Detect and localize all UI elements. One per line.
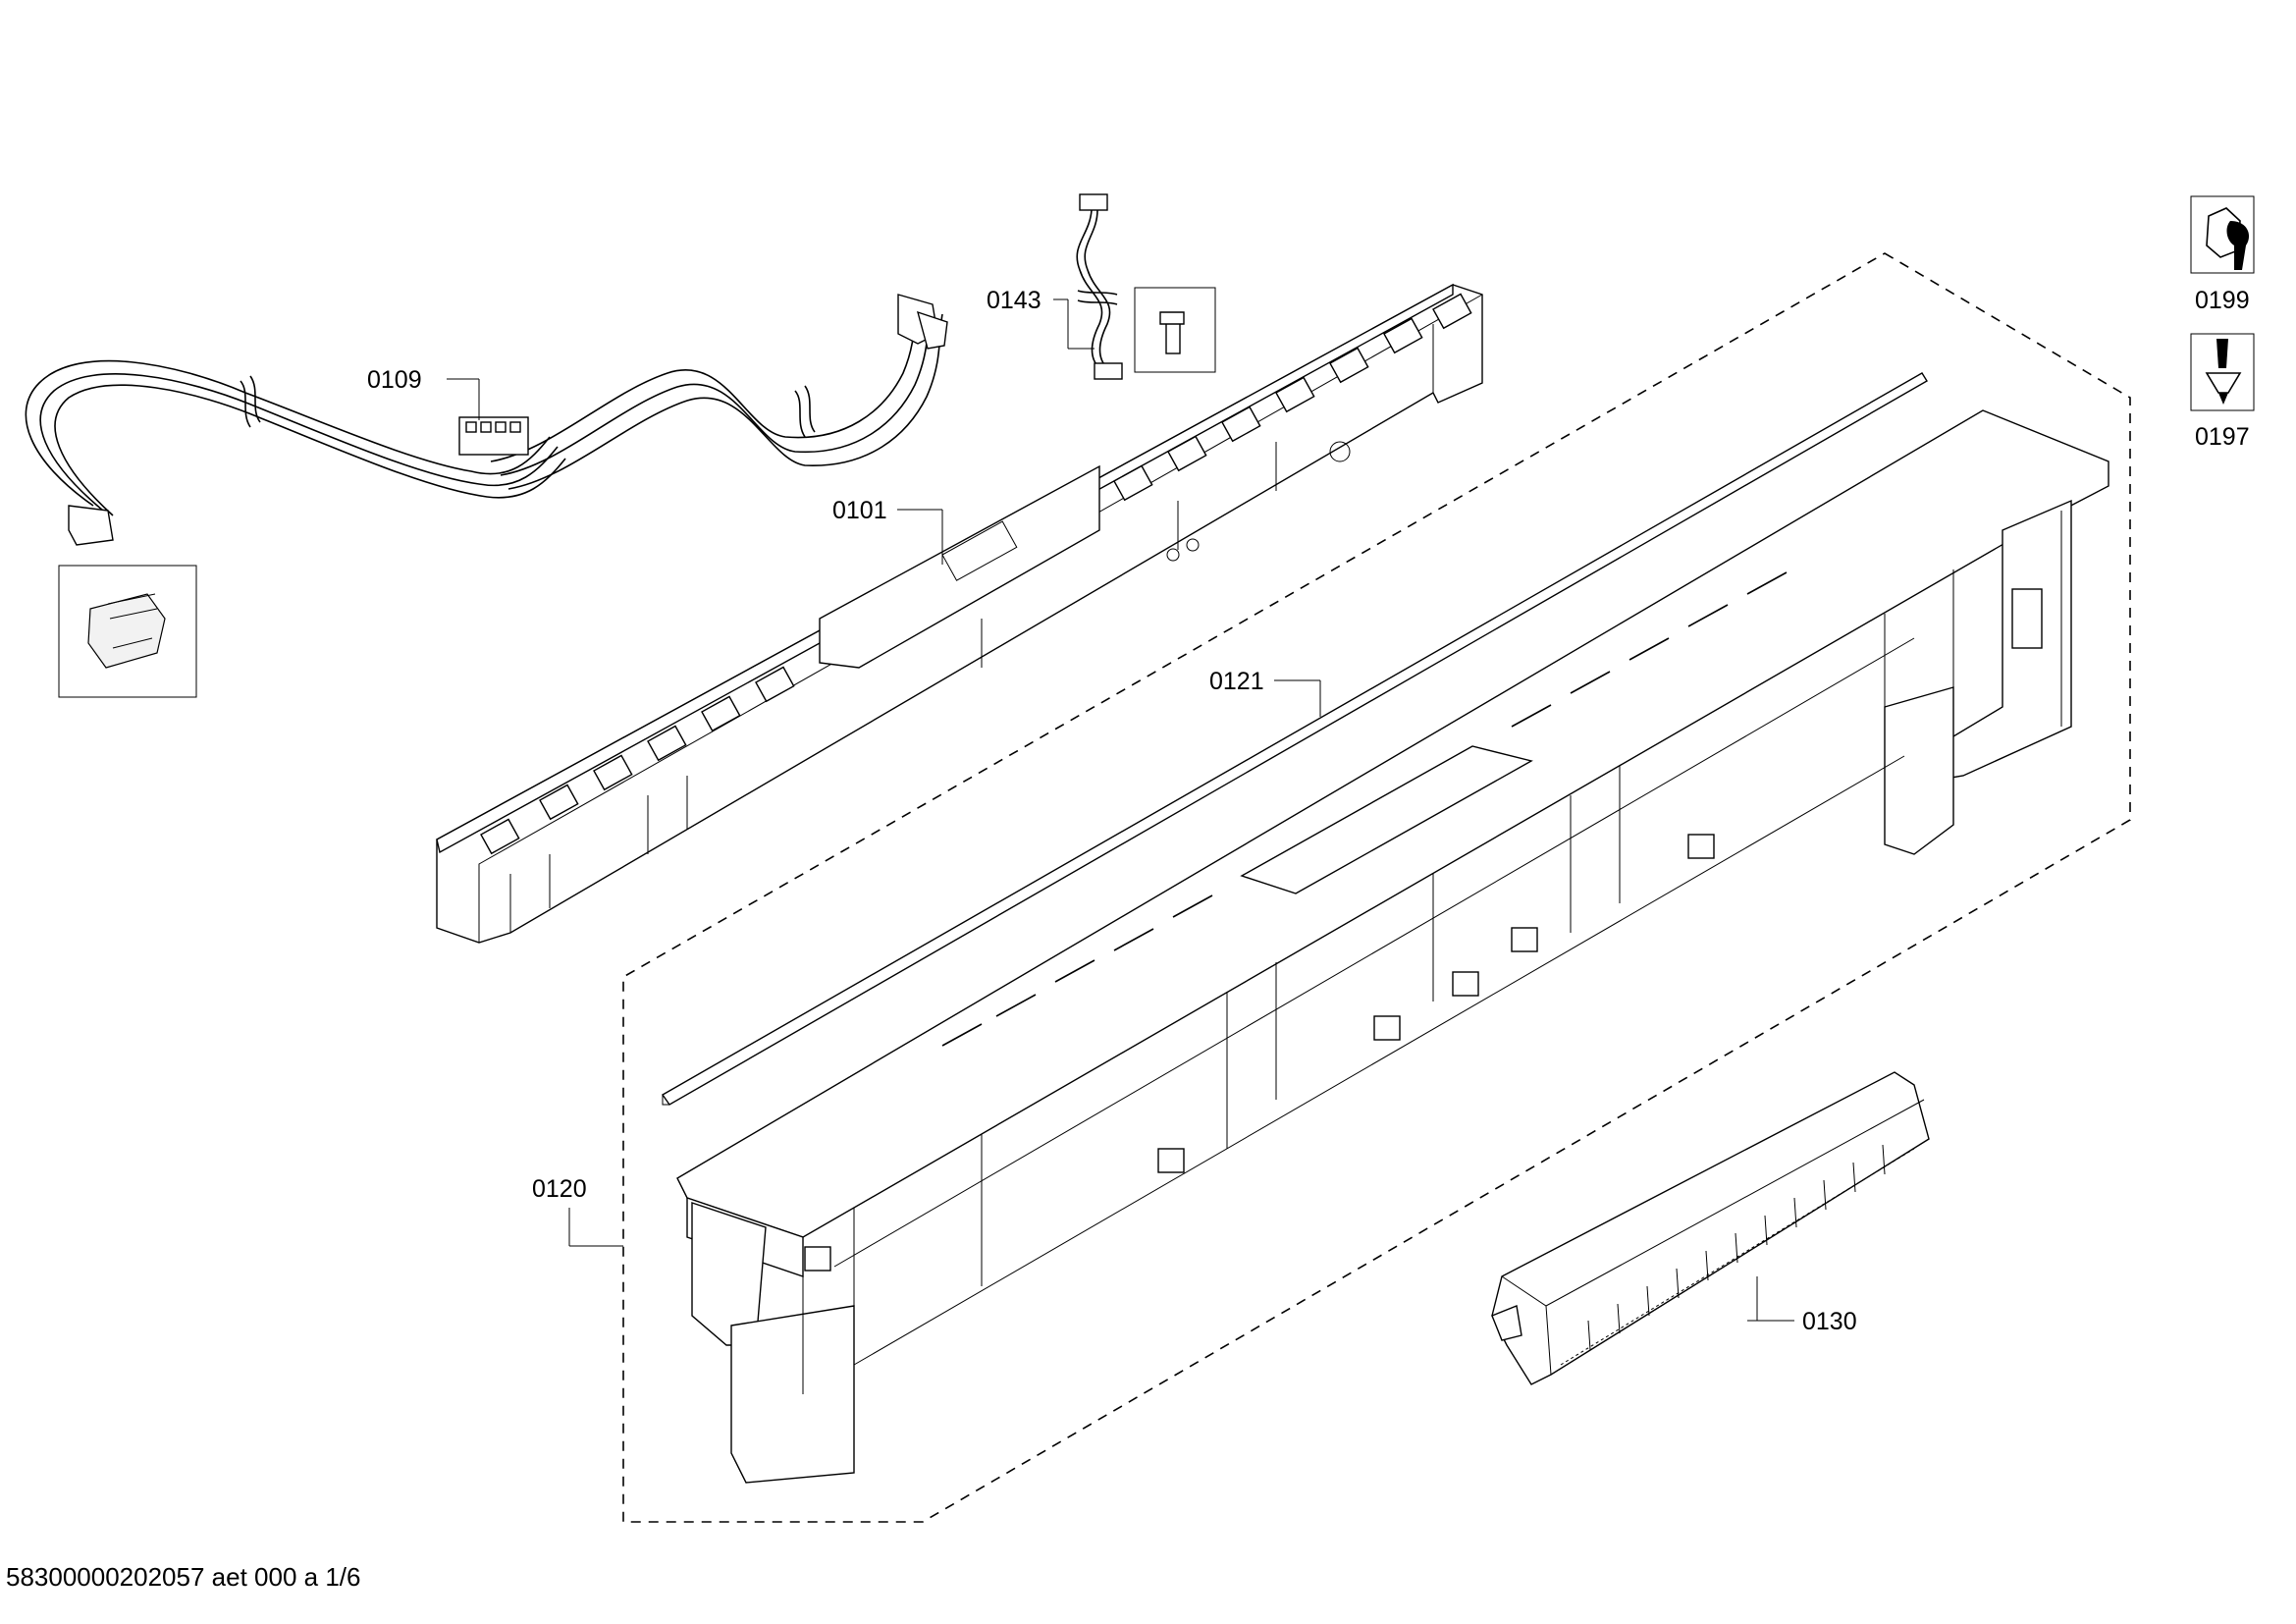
screwdriver-screw-icon xyxy=(2190,333,2255,411)
detail-box-connector xyxy=(58,565,197,698)
cover-0130 xyxy=(1491,1071,1930,1385)
label-0120: 0120 xyxy=(532,1175,587,1203)
trim-strip-0121 xyxy=(661,372,1928,1106)
detail-box-sensor xyxy=(1134,287,1216,373)
fascia-panel-0120 xyxy=(676,409,2109,1484)
label-0121: 0121 xyxy=(1209,668,1264,695)
sensor-detail xyxy=(1159,311,1185,354)
label-0143: 0143 xyxy=(987,287,1041,314)
assembly-boundary xyxy=(622,252,2131,1523)
label-0197: 0197 xyxy=(2195,423,2250,451)
control-module-0101 xyxy=(436,283,1483,944)
nut-wrench-icon xyxy=(2190,195,2255,274)
sensor-cable-0143 xyxy=(1076,193,1123,380)
label-0130: 0130 xyxy=(1802,1308,1857,1335)
label-0109: 0109 xyxy=(367,366,422,394)
label-0101: 0101 xyxy=(832,497,887,524)
connector-detail xyxy=(87,593,166,669)
drawing-reference-footer: 58300000202057 aet 000 a 1/6 xyxy=(6,1562,361,1592)
label-0199: 0199 xyxy=(2195,287,2250,314)
wiring-harness-0109 xyxy=(25,294,948,546)
